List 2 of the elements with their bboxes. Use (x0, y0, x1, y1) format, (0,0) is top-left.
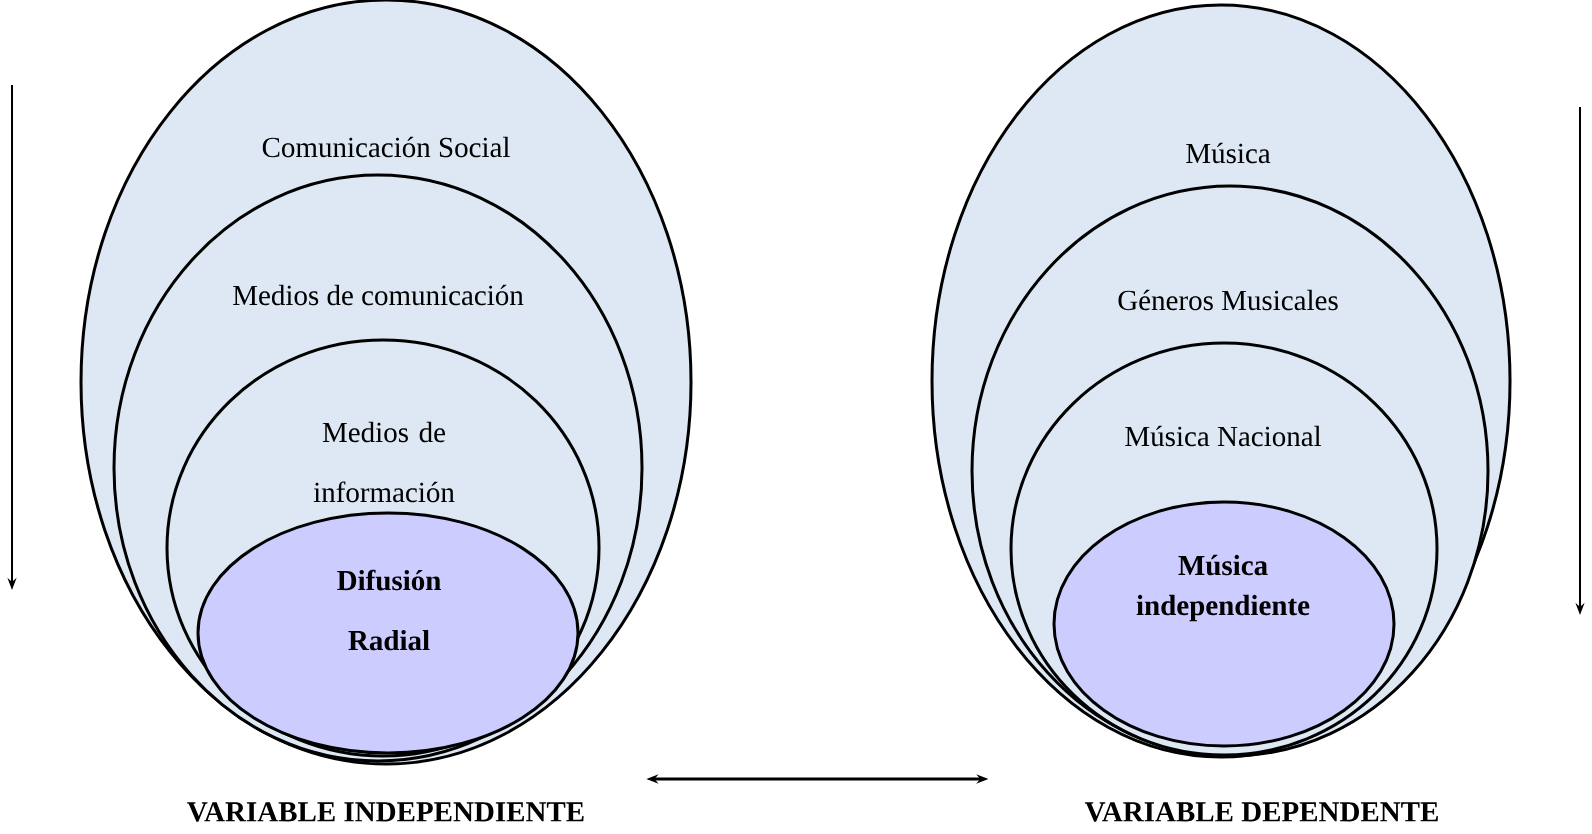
variable-label: VARIABLE DEPENDENTE (1084, 802, 1438, 822)
variable-label: VARIABLE INDEPENDIENTE (187, 802, 584, 822)
